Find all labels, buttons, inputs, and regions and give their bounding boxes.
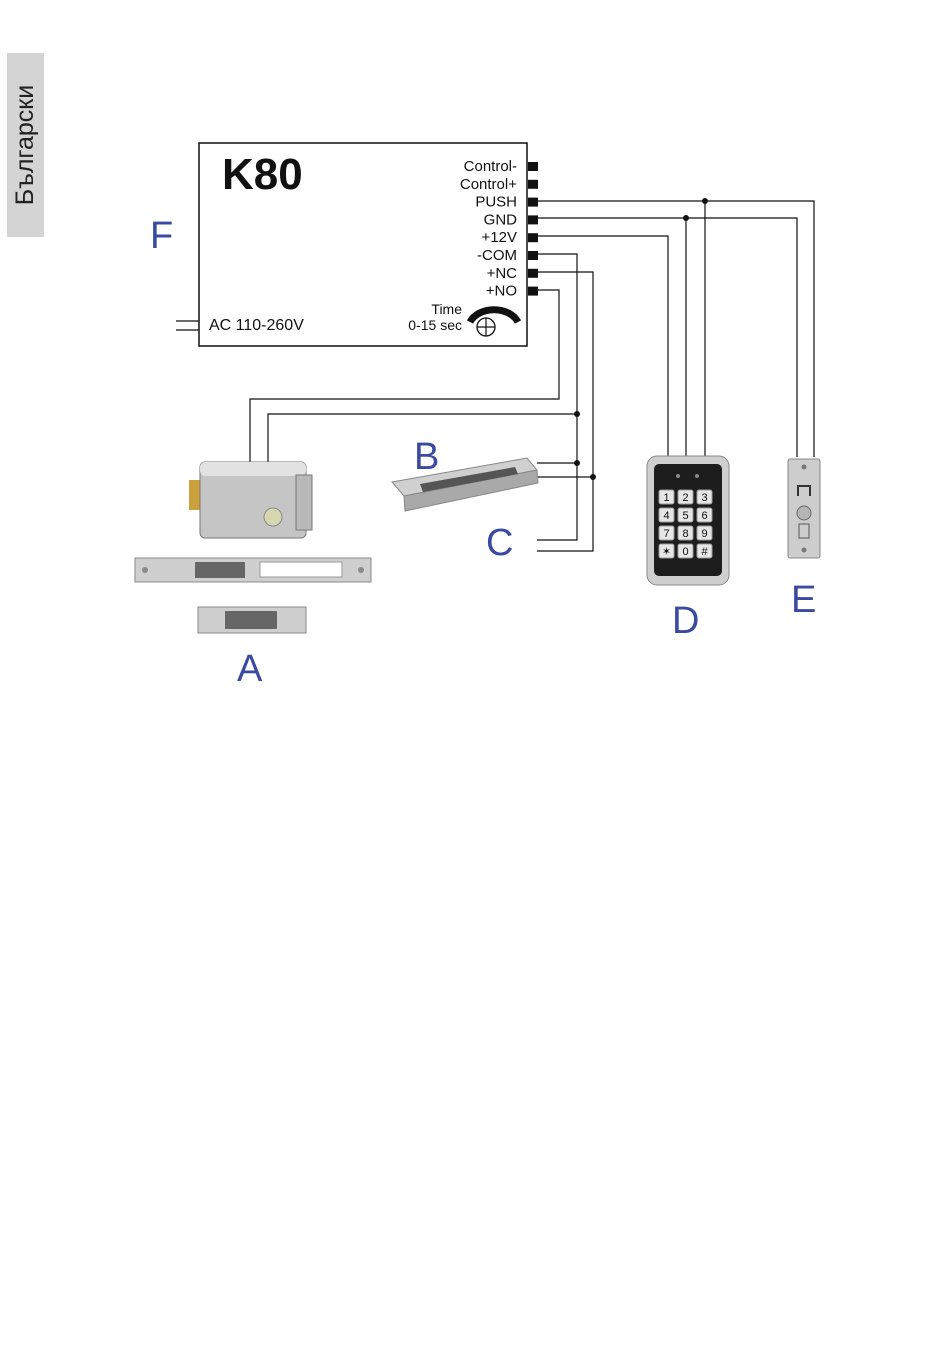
terminal-pin [528,162,538,171]
keypad-key: 7 [659,526,674,540]
keypad-key-label: 3 [701,492,707,504]
strike-plate-short-image [198,607,306,633]
terminal-pin [528,287,538,296]
keypad-key-label: 6 [701,510,707,522]
keypad-key: 8 [678,526,693,540]
callout-e: E [791,579,816,621]
terminal-label: -COM [477,247,517,264]
keypad-key: 5 [678,508,693,522]
keypad-key-label: # [701,546,708,558]
keypad-key: # [697,544,712,558]
callout-c: C [486,522,513,564]
terminal-pin [528,269,538,278]
wire-junctions [574,198,708,480]
terminal-label: Control- [464,158,517,175]
terminal-pin [528,215,538,224]
keypad-key: 0 [678,544,693,558]
time-label: Time [431,301,462,317]
terminal-pin [528,198,538,207]
keypad-key-label: 5 [682,510,688,522]
controller-model: K80 [222,150,303,199]
terminal-label: +NC [487,265,518,282]
keypad-key: 2 [678,490,693,504]
time-range-label: 0-15 sec [408,317,462,333]
exit-button-image [788,459,820,558]
terminal-pin [528,251,538,260]
keypad-key-label: 1 [663,492,669,504]
keypad-key: 9 [697,526,712,540]
callout-f: F [150,215,173,257]
controller-k80: K80 AC 110-260V Time 0-15 sec Control-Co… [176,143,538,346]
terminal-label: GND [484,211,518,228]
terminal-label: Control+ [460,176,517,193]
terminal-label: +NO [486,283,517,300]
keypad-key: 1 [659,490,674,504]
callout-b: B [414,436,439,478]
keypad-key-label: 4 [663,510,669,522]
keypad-key-label: 9 [701,528,707,540]
keypad-key-label: 8 [682,528,688,540]
terminal-pin [528,233,538,242]
strike-plate-long-image [135,558,371,582]
keypad-key: 3 [697,490,712,504]
electric-lock-image [189,462,312,538]
keypad-key-label: ✶ [662,546,671,558]
keypad-key-label: 2 [682,492,688,504]
keypad-key: 6 [697,508,712,522]
keypad-key-label: 0 [682,546,688,558]
terminal-pin [528,180,538,189]
power-label: AC 110-260V [209,317,304,334]
keypad-key-label: 7 [663,528,669,540]
keypad-image: 1 2 3 4 5 6 7 8 9 ✶ 0 # [647,456,729,585]
callout-d: D [672,600,699,642]
keypad-key: 4 [659,508,674,522]
keypad-key: ✶ [659,544,674,558]
terminal-label: PUSH [475,194,517,211]
callout-a: A [237,648,263,690]
terminal-label: +12V [482,229,517,246]
